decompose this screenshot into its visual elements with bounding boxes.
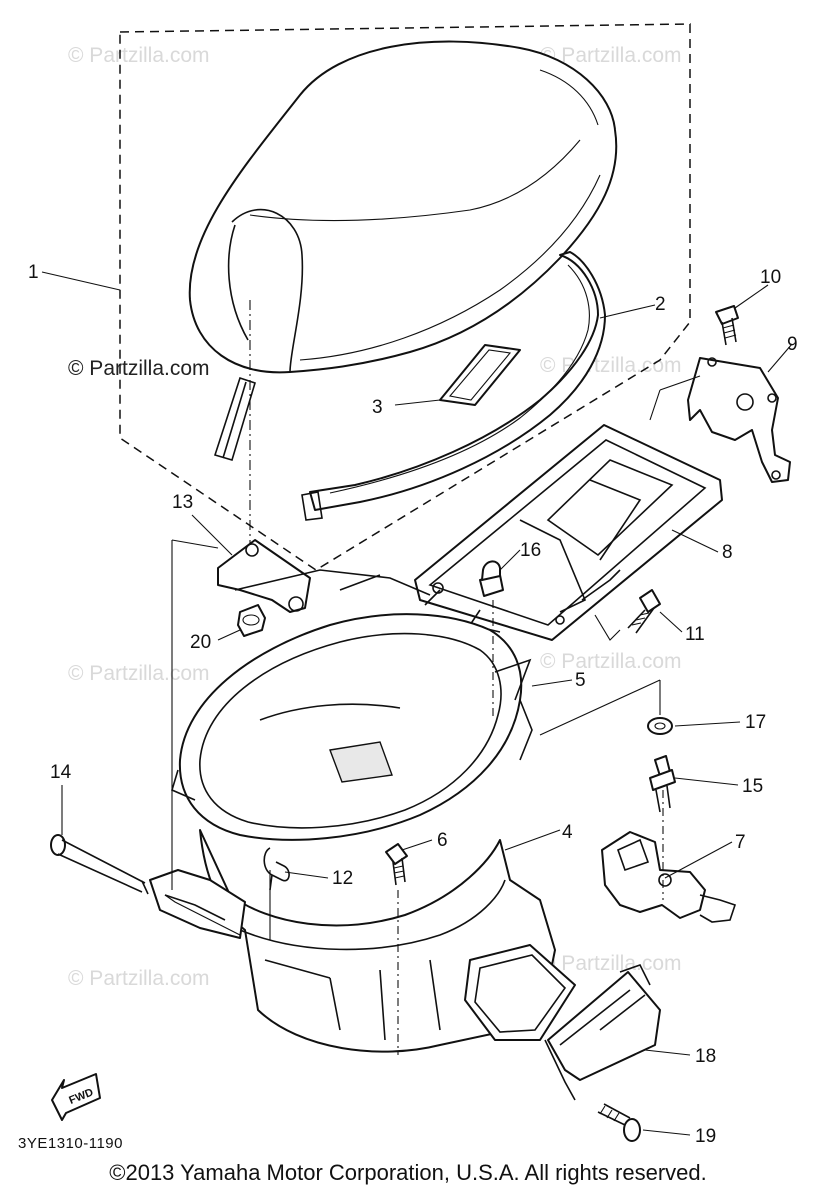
part-screw bbox=[597, 1103, 641, 1142]
callouts: 1 2 3 4 5 6 7 8 9 10 11 12 13 14 15 16 1… bbox=[28, 262, 798, 1147]
part-seat bbox=[188, 40, 618, 461]
callout-12: 12 bbox=[332, 868, 353, 889]
callout-3: 3 bbox=[372, 397, 383, 418]
part-seat-base bbox=[301, 251, 606, 521]
part-lock bbox=[601, 831, 737, 923]
callout-4: 4 bbox=[562, 822, 573, 843]
callout-19: 19 bbox=[695, 1126, 716, 1147]
part-stud-15 bbox=[649, 755, 676, 813]
callout-5: 5 bbox=[575, 670, 586, 691]
drawing-code: 3YE1310-1190 bbox=[18, 1135, 123, 1152]
callout-16: 16 bbox=[520, 540, 541, 561]
watermark: © Partzilla.com bbox=[68, 967, 210, 990]
callout-6: 6 bbox=[437, 830, 448, 851]
part-bolt-11 bbox=[627, 589, 661, 634]
watermark: © Partzilla.com bbox=[540, 44, 682, 67]
callout-9: 9 bbox=[787, 334, 798, 355]
part-pad bbox=[439, 344, 521, 406]
part-cover bbox=[547, 964, 661, 1081]
callout-20: 20 bbox=[190, 632, 211, 653]
part-hinge bbox=[217, 539, 311, 613]
callout-17: 17 bbox=[745, 712, 766, 733]
part-pin bbox=[50, 834, 149, 895]
copyright-notice: ©2013 Yamaha Motor Corporation, U.S.A. A… bbox=[109, 1160, 707, 1185]
part-storage-box bbox=[149, 703, 576, 1101]
watermark: © Partzilla.com bbox=[540, 952, 682, 975]
callout-13: 13 bbox=[172, 492, 193, 513]
callout-15: 15 bbox=[742, 776, 763, 797]
callout-10: 10 bbox=[760, 267, 781, 288]
guide-lines bbox=[164, 375, 701, 1055]
watermark: © Partzilla.com bbox=[68, 44, 210, 67]
part-bolt-6 bbox=[385, 843, 408, 886]
part-bracket bbox=[687, 357, 791, 483]
part-nut-16 bbox=[479, 560, 504, 597]
callout-7: 7 bbox=[735, 832, 746, 853]
callout-14: 14 bbox=[50, 762, 72, 783]
callout-1: 1 bbox=[28, 262, 39, 283]
callout-11: 11 bbox=[685, 624, 705, 645]
part-nut-20 bbox=[237, 604, 266, 637]
part-liner bbox=[171, 569, 533, 841]
part-washer-17 bbox=[647, 717, 673, 735]
callout-18: 18 bbox=[695, 1046, 716, 1067]
watermark: © Partzilla.com bbox=[540, 650, 682, 673]
callout-8: 8 bbox=[722, 542, 733, 563]
fwd-arrow-icon: FWD bbox=[51, 1073, 101, 1121]
watermark: © Partzilla.com bbox=[68, 357, 210, 380]
watermark: © Partzilla.com bbox=[540, 354, 682, 377]
callout-2: 2 bbox=[655, 294, 666, 315]
leader-lines bbox=[41, 271, 793, 1136]
watermark: © Partzilla.com bbox=[68, 662, 210, 685]
part-clip bbox=[263, 847, 290, 891]
seat-group-boundary bbox=[119, 23, 691, 571]
part-bolt-10 bbox=[715, 305, 739, 346]
